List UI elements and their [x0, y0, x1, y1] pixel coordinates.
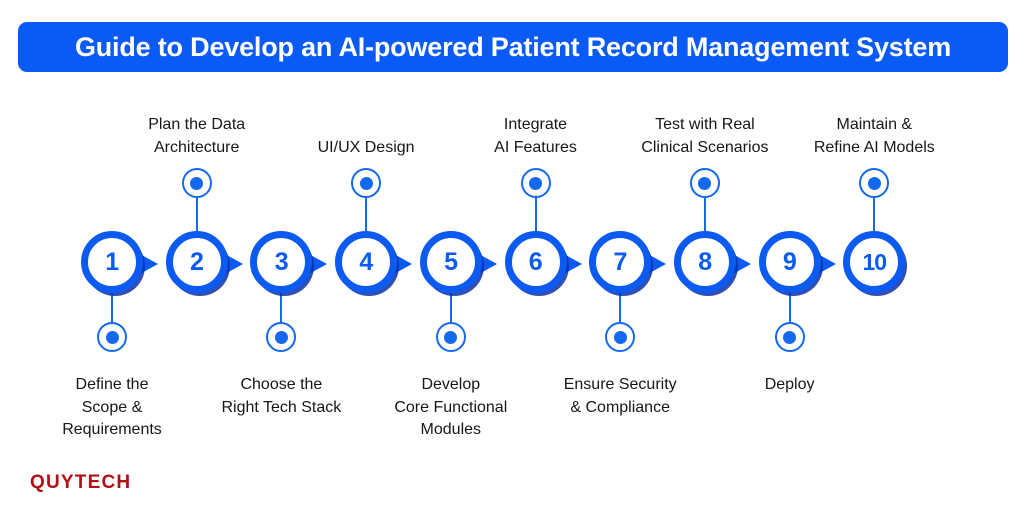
- step-marker-dot-icon: [351, 168, 382, 198]
- step-number-label: 1: [105, 247, 119, 276]
- step-number-circle[interactable]: 5: [419, 231, 482, 293]
- step-number-circle[interactable]: 10: [843, 231, 906, 293]
- step-number-label: 3: [274, 247, 289, 276]
- step-connector-line: [873, 196, 876, 236]
- step-number-label: 9: [782, 247, 797, 276]
- step-marker-dot-icon: [774, 322, 805, 352]
- marker-inner-dot: [613, 330, 627, 344]
- step-arrow-icon: [222, 253, 243, 275]
- marker-inner-dot: [190, 176, 204, 190]
- step-number-circle[interactable]: 3: [250, 231, 313, 293]
- step-label: UI/UX Design: [317, 139, 415, 156]
- step-number-label: 6: [528, 247, 543, 276]
- marker-inner-dot: [105, 330, 119, 344]
- step-arrow-icon: [815, 253, 836, 275]
- step-label: Plan the Data Architecture: [148, 116, 246, 156]
- step-arrow-icon: [392, 253, 413, 275]
- step-connector-line: [703, 196, 706, 236]
- step-label: Deploy: [764, 376, 815, 393]
- step-marker-dot-icon: [605, 322, 636, 352]
- step-connector-line: [449, 290, 452, 328]
- step-connector-line: [280, 290, 283, 328]
- step-label: Ensure Security & Compliance: [563, 376, 677, 416]
- step-connector-line: [195, 196, 198, 236]
- marker-inner-dot: [783, 330, 797, 344]
- step-arrow-icon: [646, 253, 667, 275]
- step-number-label: 7: [613, 247, 627, 276]
- step-label: Integrate AI Features: [494, 116, 577, 156]
- step-arrow-icon: [730, 253, 751, 275]
- quytech-logo: QUYTECH: [30, 472, 132, 493]
- marker-inner-dot: [698, 176, 712, 190]
- step-number-circle[interactable]: 8: [673, 231, 736, 293]
- step-label: Maintain & Refine AI Models: [813, 116, 935, 156]
- step-number-label: 2: [189, 247, 204, 276]
- step-number-circle[interactable]: 2: [165, 231, 228, 293]
- step-marker-dot-icon: [520, 168, 551, 198]
- step-connector-line: [619, 290, 622, 328]
- step-marker-dot-icon: [97, 322, 127, 352]
- step-marker-dot-icon: [689, 168, 720, 198]
- step-arrow-icon: [307, 253, 328, 275]
- step-number-label: 4: [359, 247, 373, 276]
- step-connector-line: [534, 196, 537, 236]
- step-number-circle[interactable]: 6: [504, 231, 567, 293]
- step-arrow-icon: [476, 253, 497, 275]
- step-arrow-icon: [138, 253, 158, 275]
- step-label: Test with Real Clinical Scenarios: [641, 116, 769, 156]
- step-marker-dot-icon: [181, 168, 212, 198]
- step-number-circle[interactable]: 7: [589, 231, 652, 293]
- step-label: Develop Core Functional Modules: [394, 376, 508, 439]
- step-marker-dot-icon: [266, 322, 297, 352]
- step-number-label: 10: [862, 248, 888, 275]
- step-number-circle[interactable]: 4: [335, 231, 398, 293]
- page-title: Guide to Develop an AI-powered Patient R…: [74, 31, 952, 62]
- page-title-banner: Guide to Develop an AI-powered Patient R…: [18, 22, 1008, 72]
- step-marker-dot-icon: [859, 168, 890, 198]
- step-connector-line: [788, 290, 791, 328]
- step-number-circle[interactable]: 1: [81, 231, 143, 293]
- step-label: Define the Scope & Requirements: [62, 376, 162, 439]
- step-number-label: 5: [444, 247, 458, 276]
- step-number-label: 8: [698, 247, 712, 276]
- marker-inner-dot: [274, 330, 288, 344]
- marker-inner-dot: [444, 330, 458, 344]
- step-connector-line: [365, 196, 368, 236]
- step-marker-dot-icon: [435, 322, 466, 352]
- step-arrow-icon: [561, 253, 582, 275]
- step-label: Choose the Right Tech Stack: [221, 376, 342, 416]
- marker-inner-dot: [867, 176, 881, 190]
- step-number-circle[interactable]: 9: [758, 231, 821, 293]
- marker-inner-dot: [529, 176, 542, 190]
- marker-inner-dot: [359, 176, 373, 190]
- step-connector-line: [111, 290, 113, 328]
